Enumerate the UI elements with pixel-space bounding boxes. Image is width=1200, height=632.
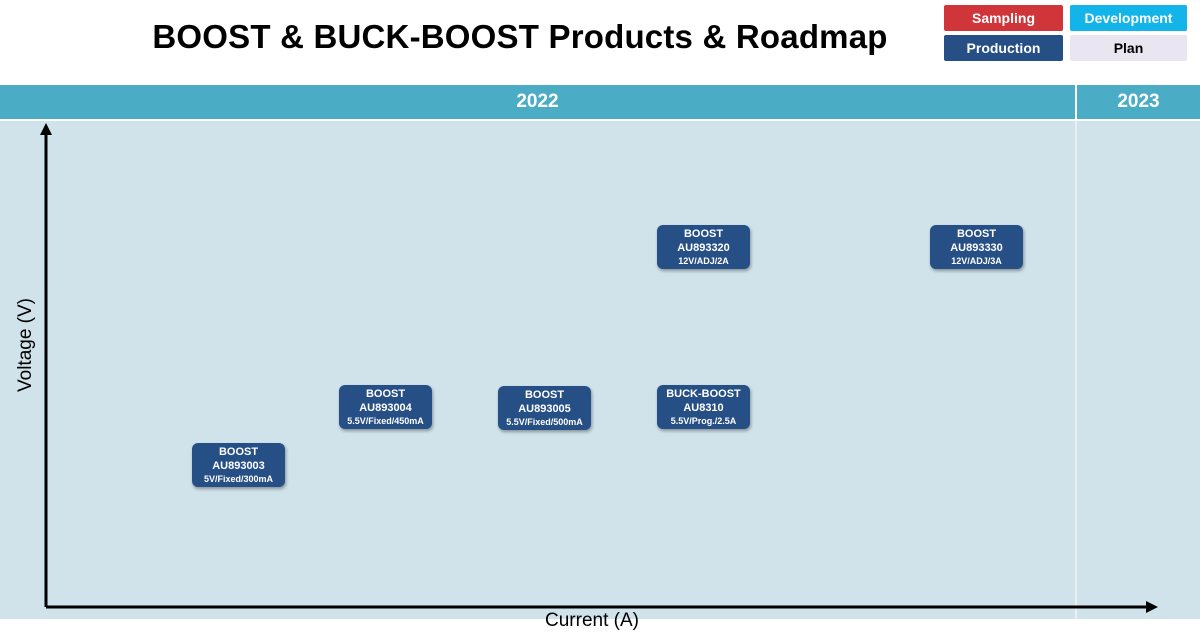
- axes: [40, 123, 1158, 613]
- year-header-bar: 2022 2023: [0, 85, 1200, 119]
- product-type: BOOST: [218, 445, 259, 458]
- product-part-number: AU893003: [212, 459, 265, 472]
- product-part-number: AU8310: [683, 401, 724, 414]
- product-type: BUCK-BOOST: [666, 387, 741, 400]
- product-part-number: AU893005: [518, 402, 571, 415]
- product-box-au893003: BOOST AU893003 5V/Fixed/300mA: [192, 443, 285, 487]
- legend-plan: Plan: [1070, 35, 1187, 61]
- product-part-number: AU893320: [677, 241, 730, 254]
- product-box-au8310: BUCK-BOOST AU8310 5.5V/Prog./2.5A: [657, 385, 750, 429]
- y-axis-arrow: [40, 123, 52, 135]
- product-box-au893330: BOOST AU893330 12V/ADJ/3A: [930, 225, 1023, 269]
- plot-year-divider: [1075, 121, 1077, 619]
- product-type: BOOST: [956, 227, 997, 240]
- x-axis-arrow: [1146, 601, 1158, 613]
- product-part-number: AU893330: [950, 241, 1003, 254]
- legend-sampling: Sampling: [944, 5, 1063, 31]
- product-box-au893320: BOOST AU893320 12V/ADJ/2A: [657, 225, 750, 269]
- product-spec: 12V/ADJ/2A: [678, 255, 729, 266]
- product-type: BOOST: [365, 387, 406, 400]
- product-box-au893004: BOOST AU893004 5.5V/Fixed/450mA: [339, 385, 432, 429]
- product-spec: 5.5V/Fixed/500mA: [506, 416, 583, 427]
- product-spec: 5.5V/Prog./2.5A: [670, 415, 737, 426]
- legend-production: Production: [944, 35, 1063, 61]
- year-label-2023: 2023: [1117, 91, 1160, 112]
- product-type: BOOST: [524, 388, 565, 401]
- product-type: BOOST: [683, 227, 724, 240]
- x-axis-label: Current (A): [545, 610, 639, 631]
- roadmap-plot-area: [0, 121, 1200, 619]
- page-title: BOOST & BUCK-BOOST Products & Roadmap: [152, 18, 888, 55]
- product-box-au893005: BOOST AU893005 5.5V/Fixed/500mA: [498, 386, 591, 430]
- product-spec: 12V/ADJ/3A: [951, 255, 1002, 266]
- product-spec: 5.5V/Fixed/450mA: [347, 415, 424, 426]
- product-spec: 5V/Fixed/300mA: [203, 473, 274, 484]
- y-axis-label: Voltage (V): [15, 298, 36, 392]
- year-divider: [1075, 85, 1077, 119]
- product-part-number: AU893004: [359, 401, 412, 414]
- year-label-2022: 2022: [516, 91, 559, 112]
- legend-development: Development: [1070, 5, 1187, 31]
